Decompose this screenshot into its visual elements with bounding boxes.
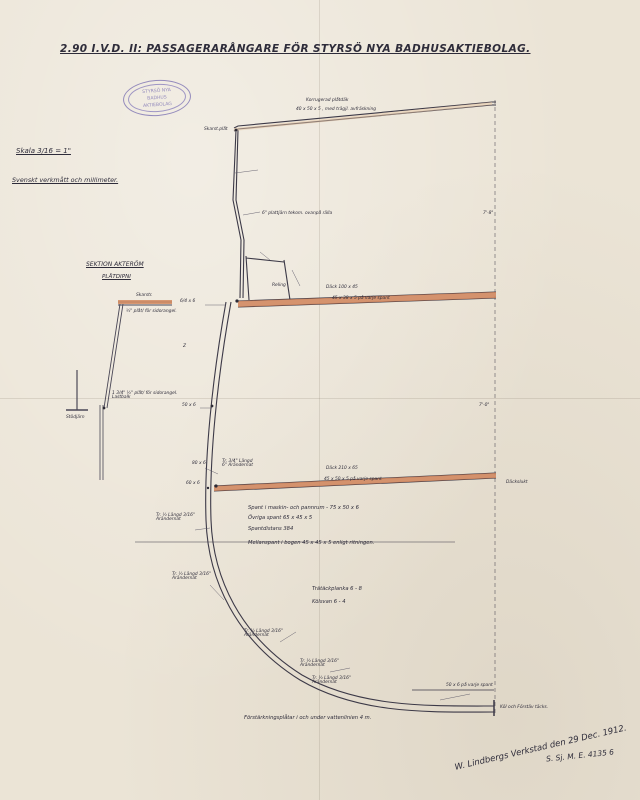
- deck-angle-label: 40 x 50 x 5 , med trägjl. avfräskning: [296, 107, 377, 112]
- sheer-top-label: Skarst.plåt: [204, 127, 228, 132]
- bottom-note: Förstärkningsplåtar i och under vattenli…: [244, 715, 372, 721]
- side-tag: Z: [183, 344, 187, 349]
- upper-deck-beam-label: 45 x 38 x 5 på varje spant: [332, 296, 390, 301]
- fold-line-vertical: [319, 0, 320, 800]
- side-section-deck-fill: [118, 300, 172, 304]
- railing-label: Reling: [272, 283, 286, 288]
- plate-note: Tr. ½ Längd 3/16" Arändernat: [244, 629, 283, 639]
- height-dimension-lower: 7'-0": [479, 403, 490, 408]
- deck-plate-label: Korrugerad plåtdäk: [306, 98, 349, 103]
- fold-line-horizontal: [0, 398, 640, 399]
- units-note: Svenskt verkmått och millimeter.: [12, 176, 119, 184]
- section-frame-label: 1 3/4" ½" plåt/ för sidorangel. Lastbalk: [112, 391, 178, 401]
- floor-note: 50 x 6 på varje spant: [446, 683, 493, 688]
- plate-note: Tr. ½ Längd 3/16" Arändernat: [300, 659, 339, 669]
- section-title: SEKTION AKTERÖM: [86, 261, 144, 268]
- bilge-tag: Tr. 3/4" Längd 6" Arändernat: [222, 459, 253, 469]
- scale-label: Skala 3/16 = 1": [16, 147, 71, 155]
- keel-note: Kölsvan 6 - 4: [312, 599, 346, 605]
- stamp-line: AKTIEBOLAG: [142, 101, 173, 109]
- stamp-line: BADHUS: [147, 94, 167, 102]
- top-deck-fill: [234, 102, 492, 131]
- spant-list-line: Mellanspant i bogen 45 x 45 x 5 enligt r…: [248, 540, 375, 546]
- left-mark: 80 x 6: [192, 461, 206, 466]
- upper-deck-label: Däck 100 x 45: [326, 285, 358, 290]
- section-plating-label: ½" plåt/ för sidorangel.: [126, 309, 177, 314]
- lower-deck-fill: [214, 473, 496, 491]
- plate-note: Tr. ½ Längd 3/16" Arändernat: [312, 676, 351, 686]
- stanchion-label: Stödjärn: [66, 415, 85, 420]
- plate-note: Tr. ½ Längd 3/16" Arändernat: [172, 572, 211, 582]
- left-mark: 50 x 6: [182, 403, 196, 408]
- spant-list-line: Övriga spant 65 x 45 x 5: [248, 515, 313, 521]
- lower-deck-label: Däck 210 x 65: [326, 466, 358, 471]
- height-dimension-upper: 7'-8": [483, 211, 494, 216]
- section-sheerstrake-label: Skarstr.: [136, 293, 153, 298]
- section-subtitle: PLÅTDIPNI: [102, 274, 131, 280]
- stamp-line: STYRSÖ NYA: [141, 87, 172, 95]
- keel-label: Köl och Förstäv täcks.: [500, 705, 549, 710]
- drawing-title: 2.90 I.V.D. II: PASSAGERARÅNGARE FÖR STY…: [60, 43, 531, 55]
- left-mark: 6/4 x 6: [180, 299, 196, 304]
- frame-note-label: 6" plattjärn tekom. ovanpå rälla: [262, 211, 333, 216]
- lower-deck-beam-label: 45 x 50 x 5 på varje spant: [324, 477, 382, 482]
- spant-list-line: Spant i maskin- och pannrum - 75 x 50 x …: [248, 505, 359, 511]
- left-mark: 60 x 6: [186, 481, 200, 486]
- upper-deck-fill: [238, 292, 496, 307]
- keel-note: Trätäckplanka 6 - 8: [312, 586, 362, 592]
- plate-note: Tr. ½ Längd 3/16" Arändernat: [156, 513, 195, 523]
- spant-list-line: Spantdistans 384: [248, 526, 294, 532]
- lower-deck-right-label: Däckslukt: [506, 480, 528, 485]
